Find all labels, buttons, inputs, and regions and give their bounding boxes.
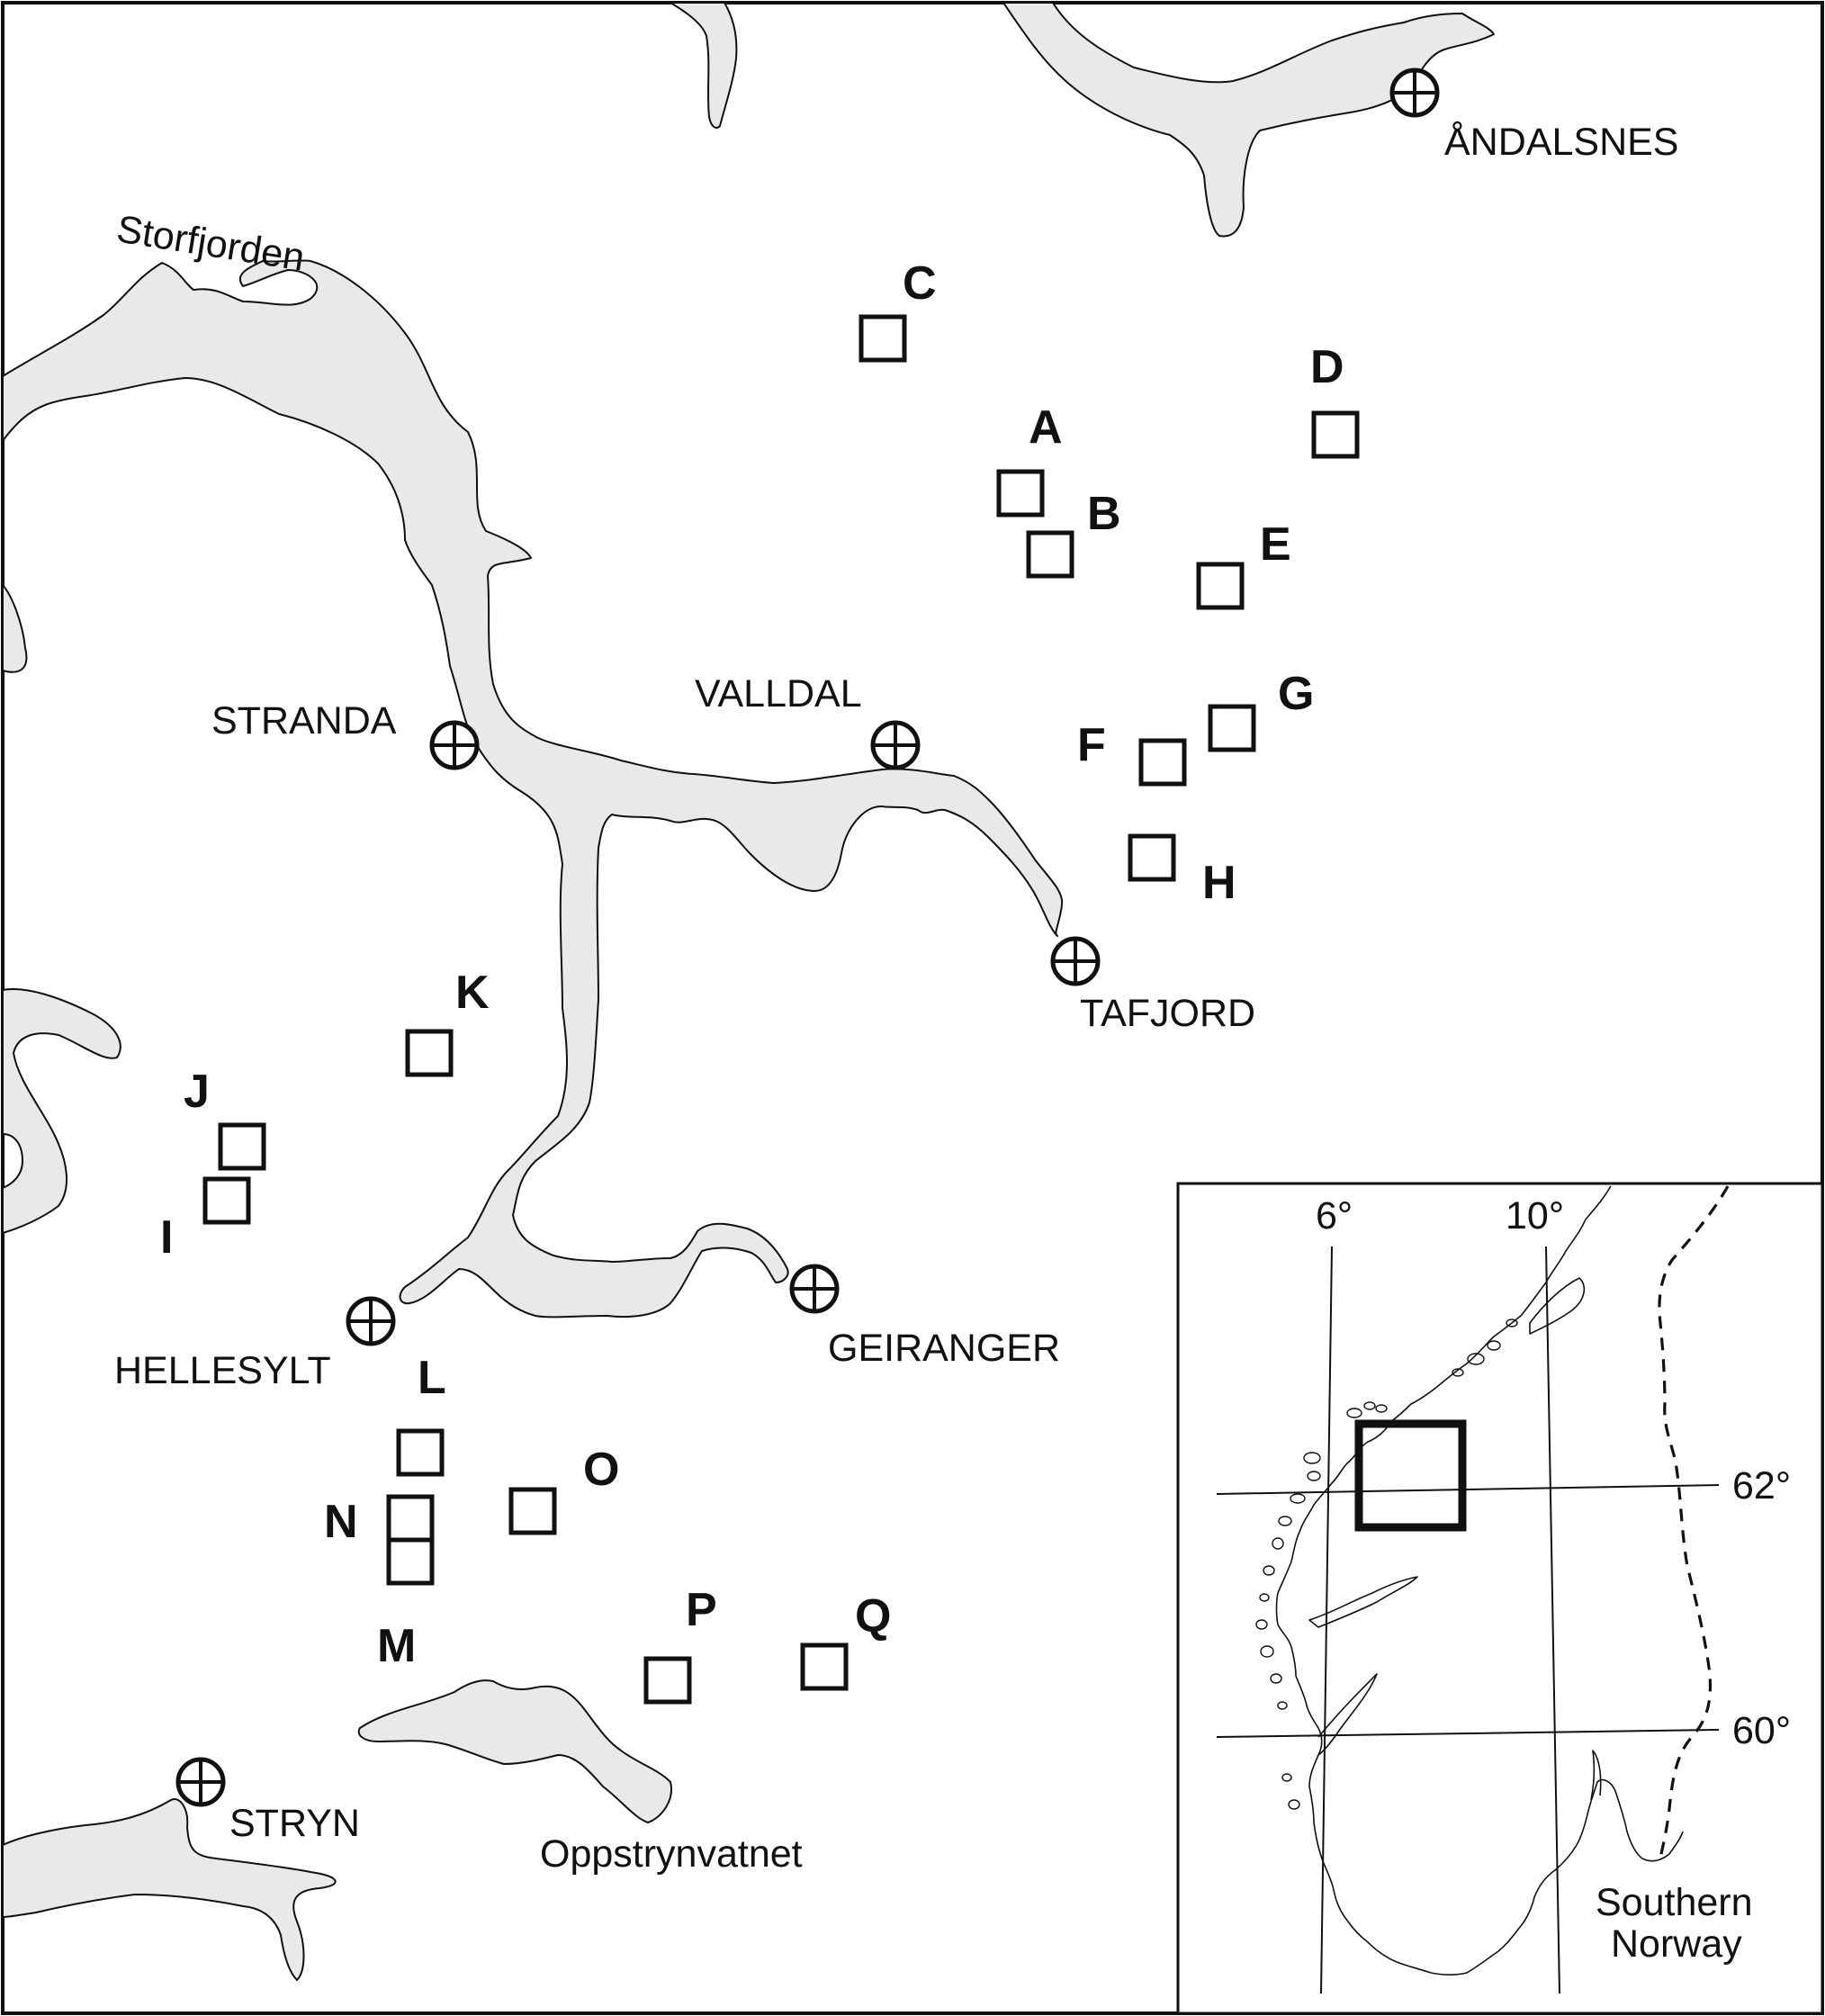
site-marker-m [386,1537,435,1586]
inset-map: 6° 10° 62° 60° Southern Norway [1176,1182,1824,2015]
coast-fjord-hardanger [1317,1673,1378,1756]
graticule-lat-60 [1216,1729,1720,1738]
town-stryn-marker [175,1757,226,1807]
town-hellesylt-marker [346,1296,396,1346]
town-tafjord-marker [1050,936,1101,986]
label-stranda: STRANDA [211,699,397,742]
label-hellesylt: HELLESYLT [114,1349,331,1392]
site-label-q: Q [855,1590,891,1642]
site-label-o: O [583,1444,619,1496]
nordfjord-innvikfjorden [2,1798,337,1981]
label-stryn: STRYN [229,1802,360,1845]
site-label-g: G [1278,668,1314,720]
site-label-j: J [184,1066,210,1118]
swedish-border [1658,1185,1730,1859]
graticule-lat-62 [1216,1484,1720,1495]
site-label-a: A [1029,401,1063,454]
town-labels: ÅNDALSNES STRANDA VALLDAL TAFJORD HELLES… [114,121,1678,1845]
site-markers [202,314,1360,1705]
label-lon-10: 10° [1506,1194,1564,1238]
norway-coastline [1275,1185,1684,1976]
site-label-n: N [324,1496,358,1548]
site-marker-p [643,1656,692,1705]
fjord-arm-west-lower [2,988,121,1234]
site-marker-d [1311,410,1360,459]
fjord-arm-west-upper [2,584,28,673]
graticule-lon-6 [1320,1246,1333,1994]
site-label-b: B [1087,488,1121,540]
coast-fjord-oslo [1590,1750,1602,1801]
coast-fjord-trondheim [1529,1277,1586,1335]
inset-title-line1: Southern [1596,1881,1753,1924]
site-marker-i [202,1176,251,1225]
label-oppstrynvatnet: Oppstrynvatnet [540,1832,803,1876]
site-marker-f [1138,738,1187,787]
label-lon-6: 6° [1316,1194,1353,1238]
site-label-h: H [1202,857,1236,909]
site-label-m: M [377,1620,416,1672]
study-area-box [1354,1419,1467,1532]
town-geiranger-marker [789,1264,840,1314]
site-marker-e [1196,562,1245,610]
town-stranda-marker [429,720,480,770]
coast-islands [1255,1318,1518,1810]
town-markers [175,68,1440,1807]
oppstrynvatnet-lake [357,1679,672,1823]
site-marker-q [800,1642,849,1691]
label-lat-62: 62° [1732,1464,1791,1508]
inset-title-line2: Norway [1611,1922,1742,1966]
label-valldal: VALLDAL [695,672,862,716]
label-tafjord: TAFJORD [1080,992,1255,1035]
site-marker-o [508,1487,557,1535]
town-andalsnes-marker [1389,68,1440,118]
site-label-k: K [455,967,490,1019]
site-label-f: F [1077,719,1106,771]
site-marker-c [859,314,907,363]
site-marker-l [396,1428,445,1477]
site-label-e: E [1260,518,1291,571]
site-label-d: D [1310,341,1344,393]
fjord-arm-north [670,2,738,129]
inset-frame [1176,1182,1824,2015]
coast-fjord-sognefjord [1308,1576,1418,1628]
site-label-c: C [903,257,937,310]
site-labels: A B C D E F G H I J K L M N O P Q [160,257,1344,1672]
site-marker-g [1208,704,1256,752]
label-andalsnes: ÅNDALSNES [1444,121,1678,164]
site-marker-j [218,1122,266,1171]
site-marker-h [1128,833,1176,882]
storfjorden-fjord [2,259,1064,1318]
site-label-l: L [418,1352,446,1404]
site-marker-k [405,1029,454,1077]
site-label-p: P [686,1584,717,1636]
town-valldal-marker [870,720,921,770]
site-marker-n [386,1494,435,1543]
site-marker-a [996,469,1045,518]
label-geiranger: GEIRANGER [828,1327,1060,1370]
site-marker-b [1026,530,1074,579]
site-label-i: I [160,1211,173,1264]
label-lat-60: 60° [1732,1709,1791,1752]
